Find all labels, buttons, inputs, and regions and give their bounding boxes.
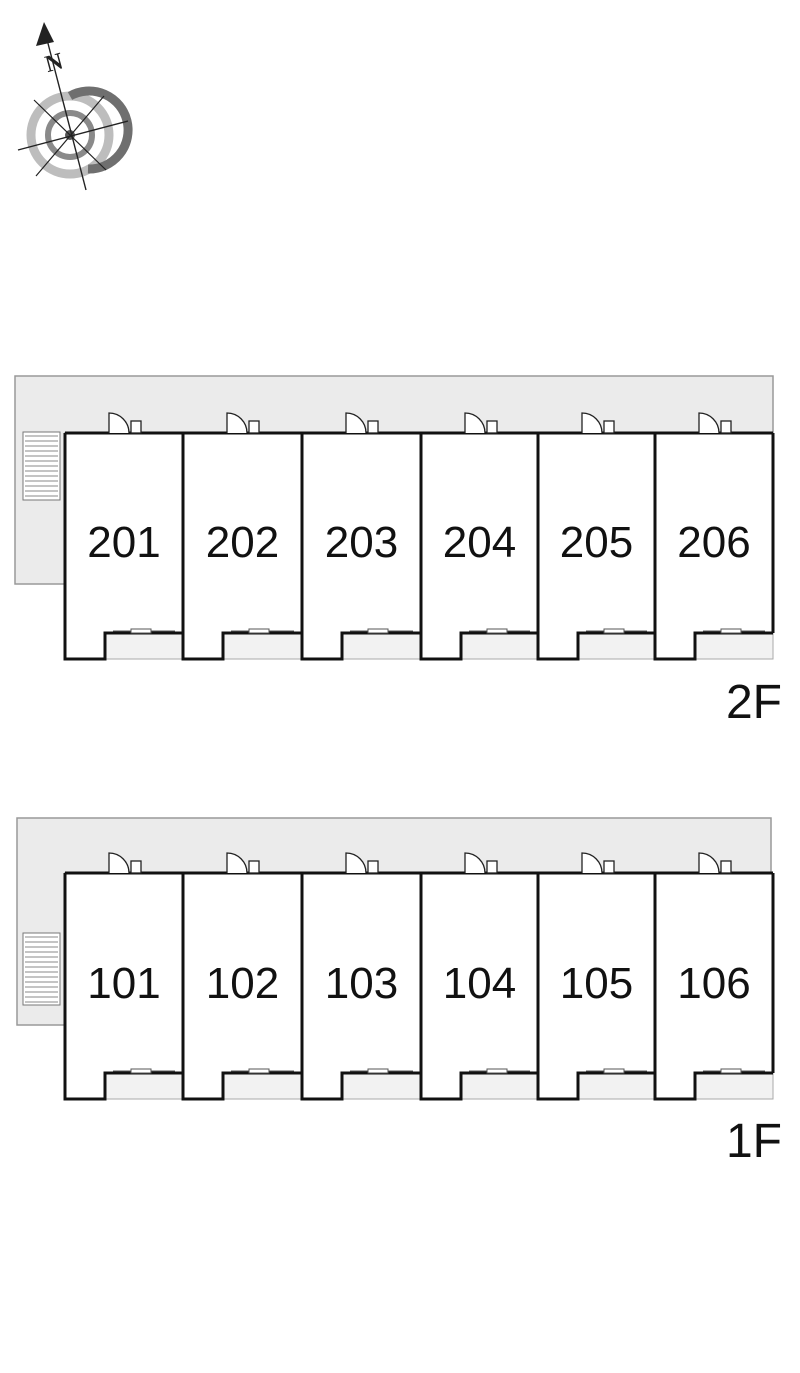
staircase-1f [22,932,61,1006]
unit-205[interactable]: 205 [536,412,655,661]
meter-box-icon [367,420,379,434]
unit-206[interactable]: 206 [653,412,775,661]
compass-needle-ns [43,27,87,191]
meter-box-icon [130,860,142,874]
unit-number: 105 [560,959,633,1008]
unit-201[interactable]: 201 [63,412,183,661]
meter-box-icon [603,420,615,434]
compass-needle-d2 [35,95,105,177]
unit-number: 106 [677,959,750,1008]
unit-106[interactable]: 106 [653,852,775,1101]
door-icon [698,412,720,434]
floor-1f: 101 102 103 104 105 106 1F [16,817,782,1168]
compass-inner-ring [45,110,95,160]
unit-number: 203 [325,518,398,567]
door-icon [581,852,603,874]
unit-101[interactable]: 101 [63,852,183,1101]
meter-box-icon [486,860,498,874]
floor-label-1f: 1F [726,1115,782,1168]
unit-number: 202 [206,518,279,567]
door-icon [464,412,486,434]
meter-box-icon [486,420,498,434]
unit-203[interactable]: 203 [300,412,421,661]
north-arrow-icon [36,22,54,46]
door-icon [345,412,367,434]
compass-rose-icon: N [17,22,133,191]
north-label: N [42,48,66,78]
door-icon [698,852,720,874]
door-icon [226,852,248,874]
meter-box-icon [603,860,615,874]
meter-box-icon [720,420,732,434]
meter-box-icon [720,860,732,874]
meter-box-icon [248,420,260,434]
door-icon [345,852,367,874]
floor-2f: 201 202 203 204 205 206 2F [14,375,782,729]
unit-number: 101 [87,959,160,1008]
unit-number: 104 [443,959,516,1008]
unit-102[interactable]: 102 [181,852,302,1101]
floor-label-2f: 2F [726,676,782,729]
unit-number: 206 [677,518,750,567]
door-icon [464,852,486,874]
compass-needle-d1 [33,99,107,171]
unit-202[interactable]: 202 [181,412,302,661]
door-icon [581,412,603,434]
unit-204[interactable]: 204 [419,412,538,661]
staircase-2f [22,431,61,501]
meter-box-icon [367,860,379,874]
unit-number: 201 [87,518,160,567]
unit-105[interactable]: 105 [536,852,655,1101]
door-icon [108,412,130,434]
meter-box-icon [248,860,260,874]
door-icon [226,412,248,434]
unit-103[interactable]: 103 [300,852,421,1101]
unit-number: 204 [443,518,516,567]
door-icon [108,852,130,874]
unit-number: 205 [560,518,633,567]
unit-number: 103 [325,959,398,1008]
unit-104[interactable]: 104 [419,852,538,1101]
meter-box-icon [130,420,142,434]
compass-needle-ew [17,120,129,151]
unit-number: 102 [206,959,279,1008]
